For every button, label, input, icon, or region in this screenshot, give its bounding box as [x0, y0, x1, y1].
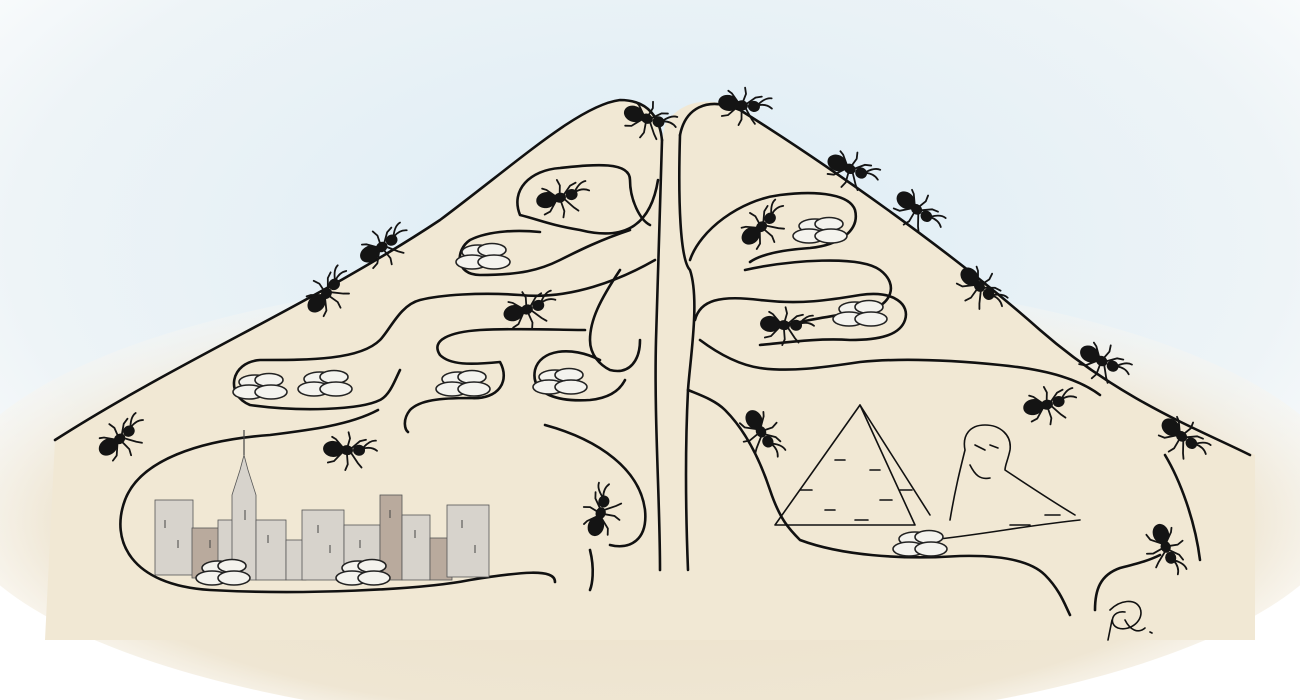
sphinx-icon — [929, 424, 1081, 541]
central-shaft — [654, 133, 696, 572]
anthill-outline — [53, 98, 664, 442]
artist-signature-icon — [1107, 600, 1153, 641]
left-tunnels — [119, 163, 660, 594]
city-skyline-icon — [154, 430, 490, 581]
pyramid-icon — [774, 404, 931, 526]
right-tunnels — [686, 191, 1202, 617]
anthill-outline-right — [678, 102, 1252, 457]
